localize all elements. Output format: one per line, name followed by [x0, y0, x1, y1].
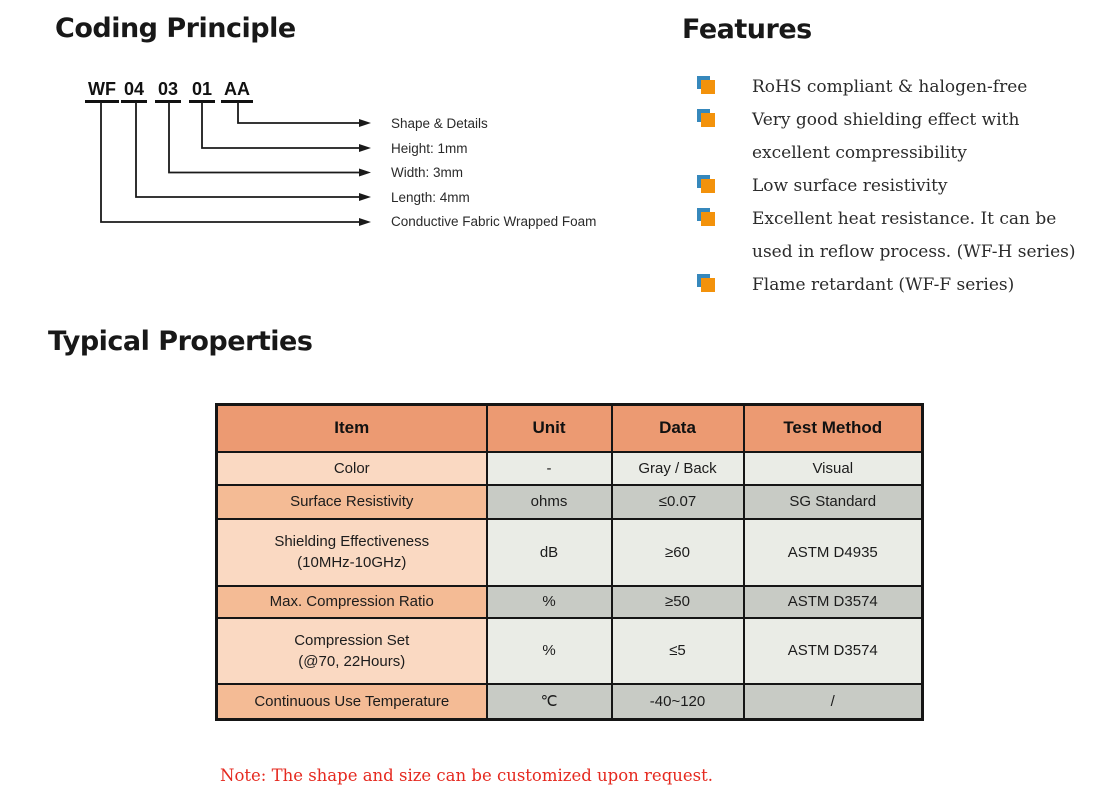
label-height: Height: 1mm [391, 141, 468, 156]
header-data: Data [610, 403, 745, 453]
table-row-surface-resistivity: Surface Resistivity ohms ≤0.07 SG Standa… [215, 483, 924, 520]
label-width: Width: 3mm [391, 165, 464, 180]
cell-method: ASTM D3574 [742, 584, 924, 619]
square-bullet-icon [697, 76, 715, 94]
cell-item: Surface Resistivity [215, 483, 488, 520]
cell-unit: % [485, 616, 613, 685]
label-material: Conductive Fabric Wrapped Foam [391, 214, 597, 229]
square-bullet-icon [697, 109, 715, 127]
code-segment-height: 01 [189, 80, 216, 103]
features-list: RoHS compliant & halogen-free Very good … [697, 71, 1117, 302]
cell-unit: ℃ [485, 682, 613, 721]
feature-item: Flame retardant (WF-F series) [697, 269, 1117, 302]
feature-text: Excellent heat resistance. It can be [752, 209, 1057, 229]
cell-method: ASTM D4935 [742, 517, 924, 587]
cell-data: ≥60 [610, 517, 745, 587]
feature-item: Low surface resistivity [697, 170, 1117, 203]
cell-item: Compression Set (@70, 22Hours) [215, 616, 488, 685]
customization-note: Note: The shape and size can be customiz… [220, 766, 713, 785]
header-unit: Unit [485, 403, 613, 453]
cell-data: ≥50 [610, 584, 745, 619]
table-row-max-compression-ratio: Max. Compression Ratio % ≥50 ASTM D3574 [215, 584, 924, 619]
feature-text-continued: used in reflow process. (WF-H series) [752, 242, 1076, 262]
features-title: Features [682, 14, 812, 45]
cell-unit: % [485, 584, 613, 619]
cell-item: Max. Compression Ratio [215, 584, 488, 619]
cell-item: Continuous Use Temperature [215, 682, 488, 721]
code-segment-width: 03 [155, 80, 182, 103]
header-item: Item [215, 403, 488, 453]
table-header-row: Item Unit Data Test Method [215, 403, 924, 453]
feature-item: RoHS compliant & halogen-free [697, 71, 1117, 104]
square-bullet-icon [697, 175, 715, 193]
cell-item: Color [215, 450, 488, 486]
feature-text: Very good shielding effect with [752, 110, 1020, 130]
cell-method: / [742, 682, 924, 721]
code-segment-shape: AA [221, 80, 253, 103]
typical-properties-title: Typical Properties [48, 326, 313, 357]
square-bullet-icon [697, 274, 715, 292]
label-length: Length: 4mm [391, 190, 470, 205]
cell-unit: dB [485, 517, 613, 587]
table-row-compression-set: Compression Set (@70, 22Hours) % ≤5 ASTM… [215, 616, 924, 685]
cell-data: -40~120 [610, 682, 745, 721]
code-segment-length: 04 [121, 80, 148, 103]
feature-item: Very good shielding effect with excellen… [697, 104, 1117, 170]
cell-method: Visual [742, 450, 924, 486]
cell-data: Gray / Back [610, 450, 745, 486]
cell-method: ASTM D3574 [742, 616, 924, 685]
table-row-shielding-effectiveness: Shielding Effectiveness (10MHz-10GHz) dB… [215, 517, 924, 587]
header-test-method: Test Method [742, 403, 924, 453]
table-row-continuous-use-temperature: Continuous Use Temperature ℃ -40~120 / [215, 682, 924, 721]
coding-principle-title: Coding Principle [55, 13, 296, 44]
cell-data: ≤5 [610, 616, 745, 685]
label-shape-details: Shape & Details [391, 116, 488, 131]
table-row-color: Color - Gray / Back Visual [215, 450, 924, 486]
cell-data: ≤0.07 [610, 483, 745, 520]
code-segment-wf: WF [85, 80, 119, 103]
cell-method: SG Standard [742, 483, 924, 520]
feature-text: RoHS compliant & halogen-free [752, 77, 1028, 97]
cell-unit: - [485, 450, 613, 486]
feature-item: Excellent heat resistance. It can be use… [697, 203, 1117, 269]
typical-properties-table: Item Unit Data Test Method Color - Gray … [215, 403, 924, 721]
cell-item: Shielding Effectiveness (10MHz-10GHz) [215, 517, 488, 587]
square-bullet-icon [697, 208, 715, 226]
cell-unit: ohms [485, 483, 613, 520]
feature-text: Flame retardant (WF-F series) [752, 275, 1015, 295]
feature-text-continued: excellent compressibility [752, 143, 967, 163]
feature-text: Low surface resistivity [752, 176, 948, 196]
